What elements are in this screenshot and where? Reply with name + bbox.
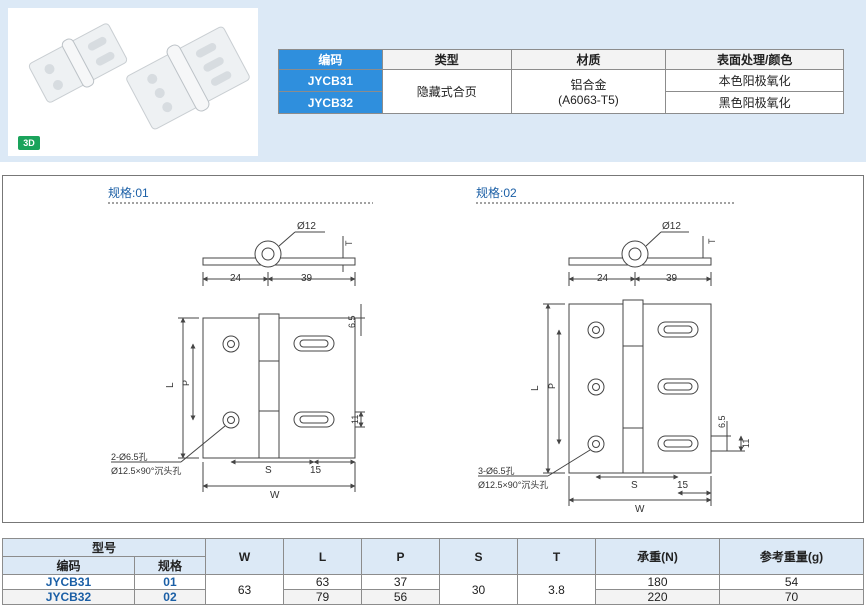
- dim-subheader-row: 编码 规格: [2, 556, 864, 575]
- dim-l-cell: 63: [283, 574, 362, 590]
- spec01-front-view: [111, 304, 365, 492]
- spec02-counter-label: Ø12.5×90°沉头孔: [478, 480, 548, 490]
- spec02-24-label: 24: [597, 273, 609, 284]
- dim-header-row: 型号 W L P S T 承重(N) 参考重量(g): [2, 538, 864, 575]
- spec01-s-label: S: [265, 465, 272, 476]
- dim-p-cell: 56: [361, 589, 440, 605]
- dim-header-weight: 参考重量(g): [719, 538, 864, 575]
- spec01-65-label: 6.5: [347, 315, 357, 328]
- spec-code-cell: JYCB31: [278, 69, 383, 92]
- spec02-d12-label: Ø12: [662, 221, 681, 232]
- spec01-39-label: 39: [301, 273, 313, 284]
- spec-header-material: 材质: [510, 49, 667, 70]
- spec01-d12-label: Ø12: [297, 221, 316, 232]
- table-row: JYCB31 01 63 63 37 30 3.8 180 54: [2, 574, 864, 605]
- dim-spec-cell: 02: [133, 589, 207, 605]
- spec-row: JYCB31 隐藏式合页 铝合金 (A6063-T5) 本色阳极氧化: [278, 69, 844, 114]
- spec01-11-label: 11: [350, 415, 360, 424]
- spec02-w-label: W: [635, 504, 645, 515]
- spec02-l-label: L: [530, 385, 541, 391]
- spec02-title: 规格:02: [476, 185, 517, 200]
- spec-header-row: 编码 类型 材质 表面处理/颜色: [278, 49, 844, 70]
- spec01-side-view: [202, 231, 356, 286]
- dim-header-w: W: [205, 538, 284, 575]
- dim-header-p: P: [361, 538, 440, 575]
- spec01-l-label: L: [165, 382, 176, 388]
- dim-code-cell: JYCB32: [2, 589, 135, 605]
- table-row: JYCB32 02 79 56 220 70: [2, 589, 864, 605]
- spec01-counter-label: Ø12.5×90°沉头孔: [111, 466, 181, 476]
- dim-w-cell: 63: [205, 574, 284, 605]
- spec02-side-view: [568, 231, 712, 286]
- spec01-15-label: 15: [310, 465, 322, 476]
- dim-t-cell: 3.8: [517, 574, 596, 605]
- spec-header-code: 编码: [278, 49, 383, 70]
- technical-drawing: 规格:01 Ø12 T 24 39: [2, 175, 864, 523]
- dim-header-s: S: [439, 538, 518, 575]
- dim-header-l: L: [283, 538, 362, 575]
- dim-l-cell: 79: [283, 589, 362, 605]
- dim-header-load: 承重(N): [595, 538, 720, 575]
- material-line1: 铝合金: [570, 78, 607, 92]
- spec02-11-label: 11: [741, 439, 751, 448]
- dim-load-cell: 180: [595, 574, 720, 590]
- dim-header-t: T: [517, 538, 596, 575]
- dim-load-cell: 220: [595, 589, 720, 605]
- spec-row: JYCB32 黑色阳极氧化: [278, 91, 844, 114]
- spec02-holes-label: 3-Ø6.5孔: [478, 466, 515, 476]
- spec02-s-label: S: [631, 480, 638, 491]
- spec-code-cell: JYCB32: [278, 91, 383, 114]
- hinge-render-image: [28, 23, 250, 130]
- dim-code-cell: JYCB31: [2, 574, 135, 590]
- spec-table: 编码 类型 材质 表面处理/颜色 JYCB31 隐藏式合页 铝合金 (A6063…: [278, 49, 844, 114]
- spec-finish-cell: 黑色阳极氧化: [665, 91, 844, 114]
- dim-header-code: 编码: [2, 556, 135, 575]
- drawing-canvas: 规格:01 Ø12 T 24 39: [108, 185, 751, 515]
- spec02-65-label: 6.5: [717, 415, 727, 428]
- spec01-t-label: T: [344, 240, 354, 246]
- spec-header-finish: 表面处理/颜色: [665, 49, 844, 70]
- dim-weight-cell: 54: [719, 574, 864, 590]
- spec02-15-label: 15: [677, 480, 689, 491]
- spec01-24-label: 24: [230, 273, 242, 284]
- spec01-holes-label: 2-Ø6.5孔: [111, 452, 148, 462]
- spec02-39-label: 39: [666, 273, 678, 284]
- spec01-title: 规格:01: [108, 185, 149, 200]
- dim-header-model: 型号: [2, 538, 206, 557]
- dim-spec-cell: 01: [133, 574, 207, 590]
- dimension-table: 型号 W L P S T 承重(N) 参考重量(g) 编码 规格 JYCB31 …: [2, 538, 864, 605]
- 3d-badge[interactable]: 3D: [18, 136, 40, 150]
- dim-header-spec: 规格: [133, 556, 207, 575]
- material-line2: (A6063-T5): [558, 93, 619, 107]
- spec01-w-label: W: [270, 490, 280, 501]
- spec-material-cell: 铝合金 (A6063-T5): [510, 69, 667, 114]
- spec-header-type: 类型: [381, 49, 512, 70]
- spec02-t-label: T: [707, 238, 717, 244]
- spec02-p-label: P: [547, 383, 557, 389]
- dim-s-cell: 30: [439, 574, 518, 605]
- dim-p-cell: 37: [361, 574, 440, 590]
- spec-finish-cell: 本色阳极氧化: [665, 69, 844, 92]
- spec-type-cell: 隐藏式合页: [381, 69, 512, 114]
- dim-weight-cell: 70: [719, 589, 864, 605]
- spec01-p-label: P: [181, 380, 191, 386]
- product-photo: 3D: [8, 8, 258, 156]
- spec02-front-view: [478, 299, 745, 506]
